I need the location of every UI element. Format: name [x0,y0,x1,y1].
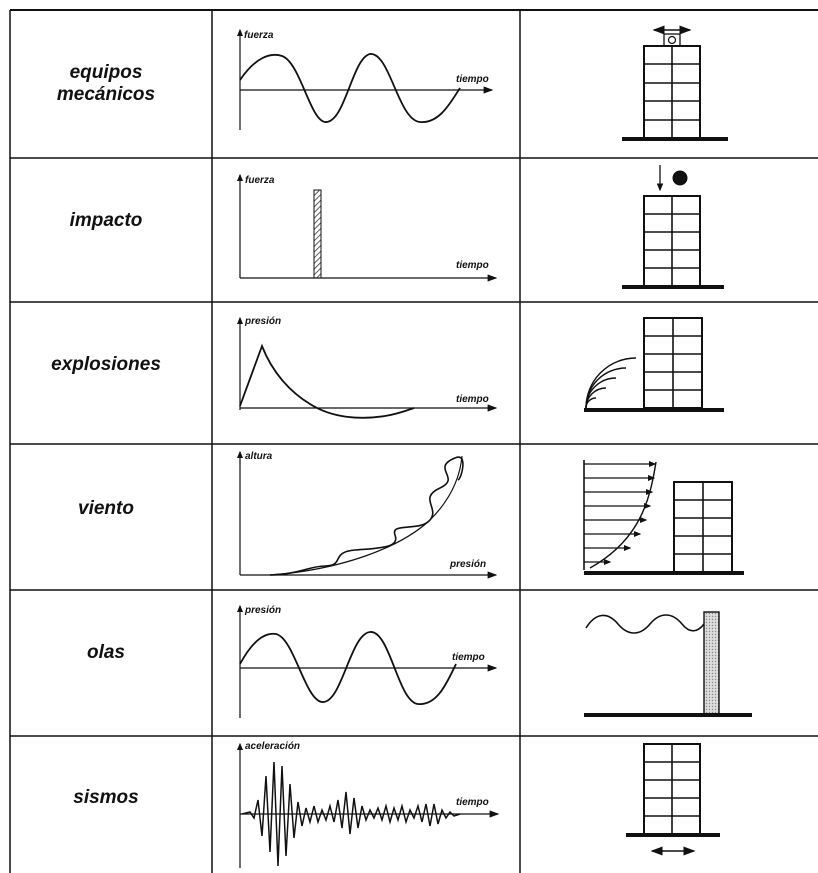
y-axis-label: fuerza [244,30,274,41]
y-axis-label: aceleración [245,741,300,752]
y-axis-label: altura [245,451,273,462]
row-label-cell: explosiones [0,302,212,428]
x-axis-label: presión [449,559,486,570]
graph-mechanical-equipment: fuerza tiempo [237,28,494,130]
x-axis-label: tiempo [456,394,489,405]
x-axis-label: tiempo [452,652,485,663]
row-label-cell: impacto [0,158,212,284]
x-axis-label: tiempo [456,260,489,271]
building-wind-illustration [583,460,744,575]
graph-impact: fuerza tiempo [237,173,498,282]
y-axis-label: presión [244,316,281,327]
y-axis-label: presión [244,605,281,616]
impulse-bar [313,189,322,279]
row-label-line: mecánicos [56,84,156,105]
pressure-curve [239,343,415,419]
row-label-cell: sismos [0,736,212,860]
gust-profile-curve [269,456,464,576]
graph-wind: altura presión [237,450,498,579]
table-row: sismos [0,736,818,873]
wind-profile-curve [589,461,657,569]
building-impact-illustration [622,165,724,289]
table-grid [9,9,818,873]
falling-ball [672,170,688,186]
row-label-line: explosiones [51,354,161,375]
table-row: viento [0,444,818,590]
wave-surface [585,614,705,634]
row-label-line: impacto [69,210,143,231]
row-label-line: olas [86,642,126,663]
building-earthquake-illustration [626,743,720,856]
graph-earthquake: aceleración tiempo [237,741,500,868]
graph-explosion: presión tiempo [237,316,498,419]
row-label-cell: equipos mecánicos [0,10,212,158]
row-label-cell: viento [0,444,212,574]
table-row: olas [0,590,818,736]
x-axis-label: tiempo [456,74,489,85]
blast-wave [585,377,617,409]
pier-column [703,611,720,715]
roof-machine [663,33,681,47]
table-row: equipos mecánicos [0,10,818,158]
graph-waves: presión tiempo [237,604,498,718]
building-machine-illustration [622,25,728,141]
row-label-cell: olas [0,590,212,716]
mean-profile-curve [269,455,463,576]
row-label-line: viento [78,498,134,519]
table-row: impacto [0,158,818,302]
blast-wave [585,357,637,409]
row-label-line: equipos [69,62,143,83]
row-label-line: sismos [73,787,139,808]
pier-waves-illustration [584,611,752,717]
x-axis-label: tiempo [456,797,489,808]
table-row: explosiones [0,302,818,444]
sine-curve [239,631,457,705]
building-explosion-illustration [584,317,724,412]
y-axis-label: fuerza [245,175,275,186]
accelerogram-curve [241,761,461,867]
sine-curve [239,53,461,123]
